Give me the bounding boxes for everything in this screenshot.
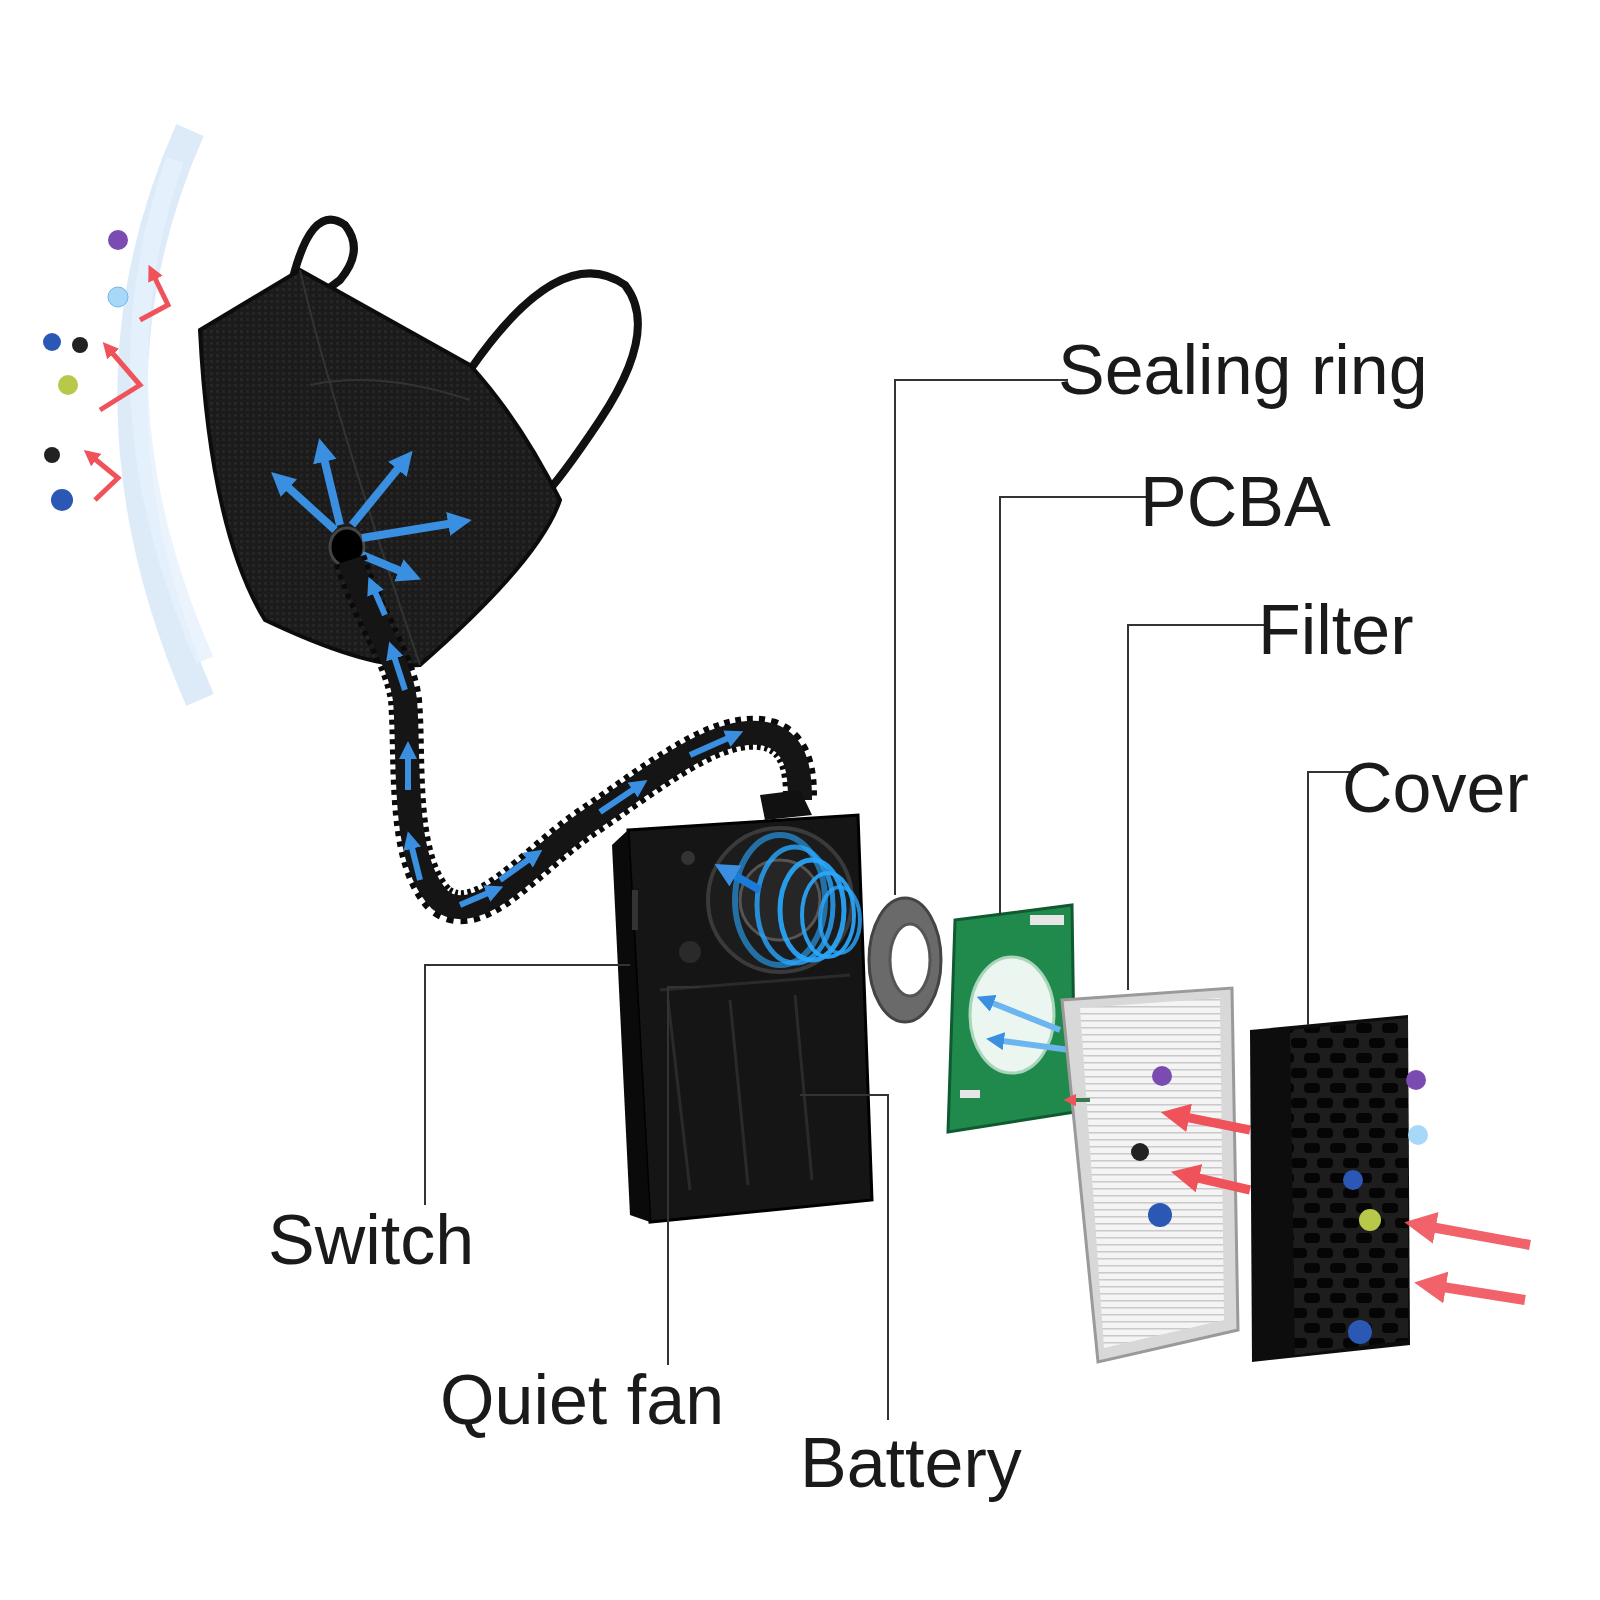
intake-arrows bbox=[1175, 1115, 1250, 1190]
air-shield bbox=[139, 160, 205, 660]
part-label: Battery bbox=[800, 1428, 1160, 1498]
sealing-ring-part bbox=[869, 898, 941, 1022]
face-mask bbox=[200, 270, 560, 665]
part-label: Cover bbox=[1342, 753, 1592, 823]
particles bbox=[43, 230, 128, 511]
part-label: PCBA bbox=[1140, 467, 1440, 537]
intake-arrows bbox=[1420, 1225, 1530, 1300]
part-label: Sealing ring bbox=[1058, 335, 1578, 405]
mask-fold bbox=[310, 380, 470, 400]
pcba-part bbox=[948, 905, 1075, 1132]
cover-part bbox=[1250, 1015, 1428, 1362]
airflow-arrows bbox=[280, 450, 460, 575]
filter-part bbox=[1062, 988, 1238, 1362]
main-unit bbox=[612, 790, 872, 1222]
part-label: Quiet fan bbox=[440, 1365, 860, 1435]
part-label: Filter bbox=[1258, 595, 1558, 665]
deflect-arrows bbox=[90, 272, 168, 500]
fan-airflow bbox=[725, 835, 860, 965]
part-label: Switch bbox=[268, 1205, 598, 1275]
